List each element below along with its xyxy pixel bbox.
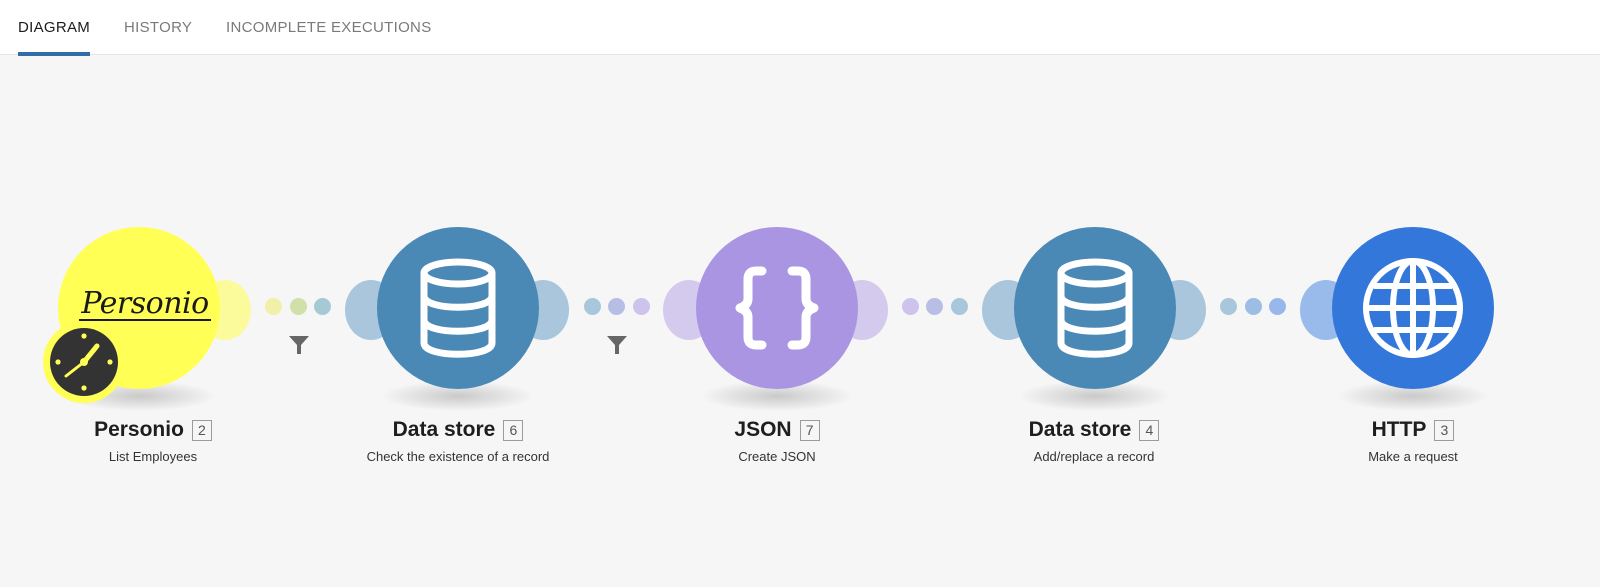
module-action: Check the existence of a record [366,449,550,464]
module-action: Create JSON [738,449,816,464]
globe-icon [1363,258,1463,358]
connection-dot [290,298,307,315]
connection-dot [265,298,282,315]
connection-dot [608,298,625,315]
module-name: Data store [392,418,496,441]
module-http[interactable] [1332,227,1494,389]
module-label: HTTP 3 Make a request [1283,418,1543,464]
module-id-badge: 6 [503,419,524,441]
module-name: JSON [734,418,792,441]
connection-dot [902,298,919,315]
module-label: JSON 7 Create JSON [647,418,907,464]
module-id-badge: 7 [799,419,820,441]
module-name: HTTP [1371,418,1427,441]
module-action: List Employees [108,449,198,464]
connection-dot [1269,298,1286,315]
database-icon [1057,258,1133,358]
tab-bar: DIAGRAM HISTORY INCOMPLETE EXECUTIONS [0,0,1600,56]
module-id-badge: 2 [191,419,212,441]
filter-icon[interactable] [606,334,628,356]
connection-dot [951,298,968,315]
module-action: Make a request [1368,449,1458,464]
trigger-badge[interactable] [43,321,125,403]
braces-icon [735,266,819,350]
module-id-badge: 4 [1139,419,1160,441]
module-id-badge: 3 [1434,419,1455,441]
tab-history[interactable]: HISTORY [124,19,193,36]
personio-logo: Personio [79,286,211,321]
connection-dot [1220,298,1237,315]
connection-dot [633,298,650,315]
module-label: Data store 6 Check the existence of a re… [328,418,588,464]
module-json[interactable] [696,227,858,389]
connection-dot [1245,298,1262,315]
database-icon [420,258,496,358]
module-data-store[interactable] [1014,227,1176,389]
module-label: Personio 2 List Employees [23,418,283,464]
connection-dot [926,298,943,315]
module-name: Data store [1028,418,1132,441]
module-name: Personio [94,418,184,441]
scenario-canvas[interactable]: Personio Personio 2 List Employees [0,56,1600,587]
connection-dot [314,298,331,315]
tab-incomplete-executions[interactable]: INCOMPLETE EXECUTIONS [226,19,432,36]
module-action: Add/replace a record [1033,449,1155,464]
connection-dot [584,298,601,315]
tab-diagram[interactable]: DIAGRAM [18,0,91,56]
filter-icon[interactable] [288,334,310,356]
module-data-store[interactable] [377,227,539,389]
clock-icon [50,328,118,396]
module-label: Data store 4 Add/replace a record [964,418,1224,464]
